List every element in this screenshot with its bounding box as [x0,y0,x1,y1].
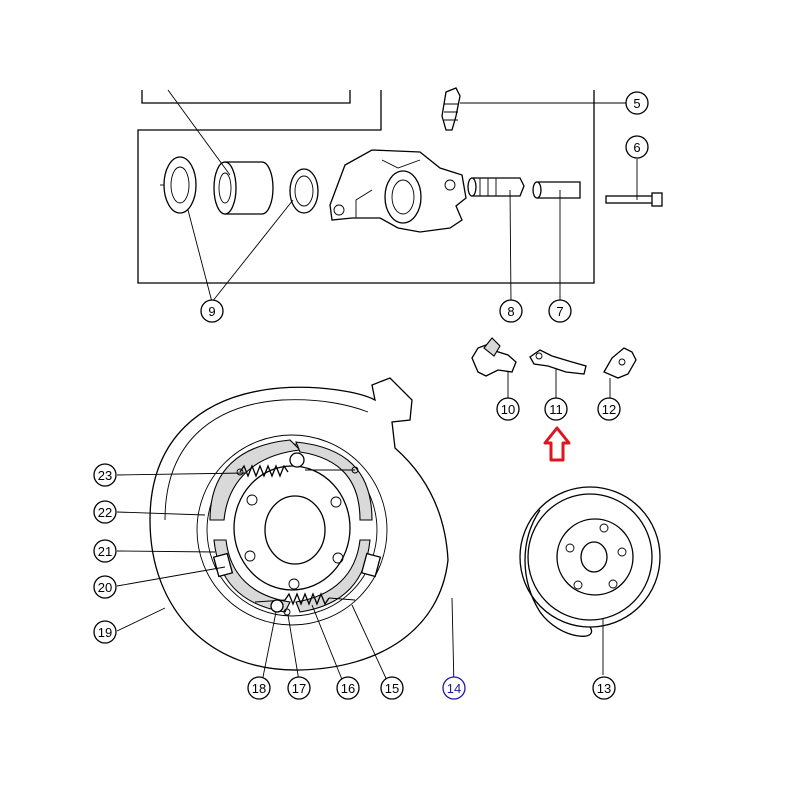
callout-18[interactable]: 18 [247,676,271,700]
callout-5[interactable]: 5 [625,91,649,115]
svg-text:13: 13 [597,681,611,696]
hardware-parts [471,337,637,398]
callout-6[interactable]: 6 [625,135,649,159]
callouts: 5 6 7 8 9 10 11 12 [93,91,649,700]
dust-boot [160,156,197,214]
callout-16[interactable]: 16 [336,676,360,700]
guide-pin-bushing [467,177,525,197]
callout-22[interactable]: 22 [93,500,117,524]
upper-frame [141,90,351,104]
adjuster-lever [529,349,587,375]
svg-text:5: 5 [633,96,640,111]
svg-text:19: 19 [98,625,112,640]
callout-9[interactable]: 9 [200,299,224,323]
backing-plate-group [116,377,455,688]
svg-text:16: 16 [341,681,355,696]
svg-text:8: 8 [507,304,514,319]
callout-14[interactable]: 14 [442,676,466,700]
callout-21[interactable]: 21 [93,539,117,563]
svg-text:18: 18 [252,681,266,696]
lever-bracket [603,347,637,379]
svg-text:12: 12 [602,402,616,417]
brake-adjuster-clip [471,337,517,377]
svg-text:14: 14 [447,681,461,696]
svg-text:15: 15 [385,681,399,696]
svg-text:9: 9 [208,304,215,319]
svg-text:10: 10 [501,402,515,417]
callout-19[interactable]: 19 [93,620,117,644]
caliper-mounting-bolt [605,192,663,207]
callout-23[interactable]: 23 [93,463,117,487]
callout-17[interactable]: 17 [287,676,311,700]
brake-rotor [519,486,661,675]
piston-seal [289,168,319,214]
svg-text:7: 7 [556,304,563,319]
callout-11[interactable]: 11 [544,397,568,421]
callout-13[interactable]: 13 [592,676,616,700]
upper-return-spring [236,452,359,478]
svg-text:6: 6 [633,140,640,155]
highlight-arrow [543,426,571,462]
svg-text:23: 23 [98,468,112,483]
svg-text:21: 21 [98,544,112,559]
piston [213,161,274,215]
caliper-body [329,149,467,233]
adjuster-spring [254,592,356,616]
guide-pin-sleeve [532,181,581,199]
svg-text:20: 20 [98,580,112,595]
callout-20[interactable]: 20 [93,575,117,599]
brake-shoe-right [295,441,373,521]
svg-text:22: 22 [98,505,112,520]
callout-8[interactable]: 8 [499,299,523,323]
caliper-frame [137,90,595,284]
callout-10[interactable]: 10 [496,397,520,421]
bleeder-screw [441,87,461,131]
callout-7[interactable]: 7 [548,299,572,323]
svg-text:11: 11 [549,402,563,417]
svg-text:17: 17 [292,681,306,696]
callout-12[interactable]: 12 [597,397,621,421]
caliper-group [137,87,663,303]
callout-15[interactable]: 15 [380,676,404,700]
